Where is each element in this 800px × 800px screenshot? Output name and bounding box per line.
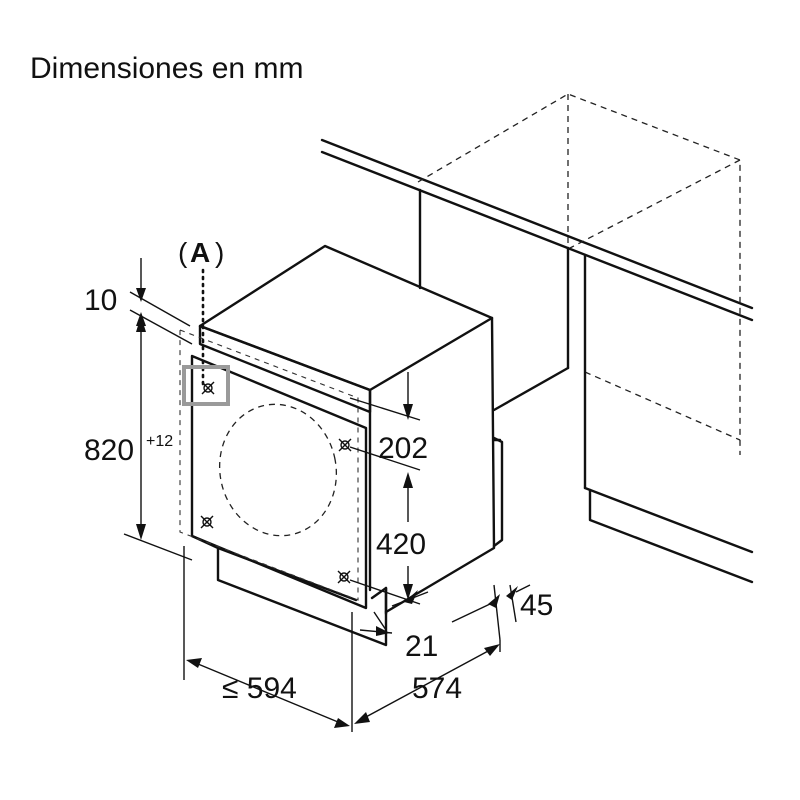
callout-a: ( A ) — [178, 237, 230, 406]
diagram-title: Dimensiones en mm — [30, 52, 303, 85]
callout-close-paren: ) — [215, 237, 224, 268]
dim-label-plinth: 21 — [405, 630, 438, 663]
mounting-hole-icon — [200, 515, 214, 529]
countertop — [320, 138, 754, 322]
dimension-recess: 45 — [451, 584, 553, 641]
dimension-hole-spacing: 420 — [349, 472, 426, 605]
dimension-top-gap: 10 — [84, 258, 193, 345]
dim-label-recess: 45 — [520, 589, 553, 622]
side-cabinet — [418, 188, 754, 584]
dimension-width: ≤ 594 — [183, 546, 353, 732]
dim-label-height: 820 — [84, 434, 134, 467]
dim-label-hole-spacing: 420 — [376, 528, 426, 561]
dim-label-upper-offset: 202 — [378, 432, 428, 465]
callout-letter: A — [190, 237, 210, 268]
mounting-hole-icon — [337, 570, 351, 584]
callout-highlight-box — [182, 365, 230, 406]
callout-open-paren: ( — [178, 237, 188, 268]
porthole-outline — [218, 403, 338, 537]
dim-label-height-tolerance: +12 — [146, 433, 173, 450]
dim-label-width: ≤ 594 — [222, 672, 297, 705]
appliance-body — [190, 244, 496, 647]
mounting-hole-icon — [338, 438, 352, 452]
dimension-depth: 574 — [354, 640, 501, 724]
mounting-holes — [200, 381, 352, 584]
dimension-plinth: 21 — [359, 590, 438, 663]
dimension-height: 820 +12 — [84, 316, 193, 561]
dim-label-depth: 574 — [412, 672, 462, 705]
furniture-door — [179, 329, 368, 610]
dim-label-top-gap: 10 — [84, 284, 117, 317]
dimension-upper-offset: 202 — [349, 372, 428, 471]
upper-cabinet-outline — [417, 93, 741, 455]
